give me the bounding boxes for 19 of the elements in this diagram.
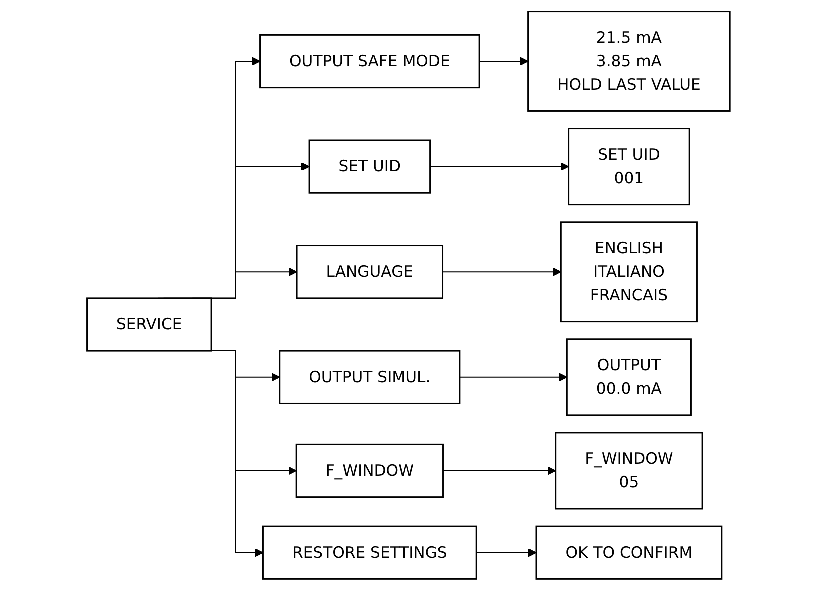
arrow <box>443 466 557 476</box>
node-box: 21.5 mA 3.85 mA HOLD LAST VALUE <box>528 11 732 112</box>
node-box: RESTORE SETTINGS <box>262 526 478 580</box>
node-box: ENGLISH ITALIANO FRANCAIS <box>560 222 698 323</box>
arrow <box>479 57 529 66</box>
node-box: LANGUAGE <box>296 245 444 300</box>
node-box: F_WINDOW 05 <box>555 432 704 510</box>
node-box: F_WINDOW <box>296 444 444 498</box>
arrow <box>460 373 568 382</box>
node-box: OK TO CONFIRM <box>536 526 723 580</box>
arrow <box>442 268 562 276</box>
node-box: OUTPUT SAFE MODE <box>260 34 481 89</box>
arrow <box>476 548 538 558</box>
node-box: SET UID <box>309 140 432 194</box>
node-box: OUTPUT SIMUL. <box>279 350 461 404</box>
node-box: SET UID 001 <box>568 128 691 206</box>
arrow <box>430 162 570 172</box>
node-box: SERVICE <box>86 298 213 352</box>
node-box: OUTPUT 00.0 mA <box>566 338 692 416</box>
